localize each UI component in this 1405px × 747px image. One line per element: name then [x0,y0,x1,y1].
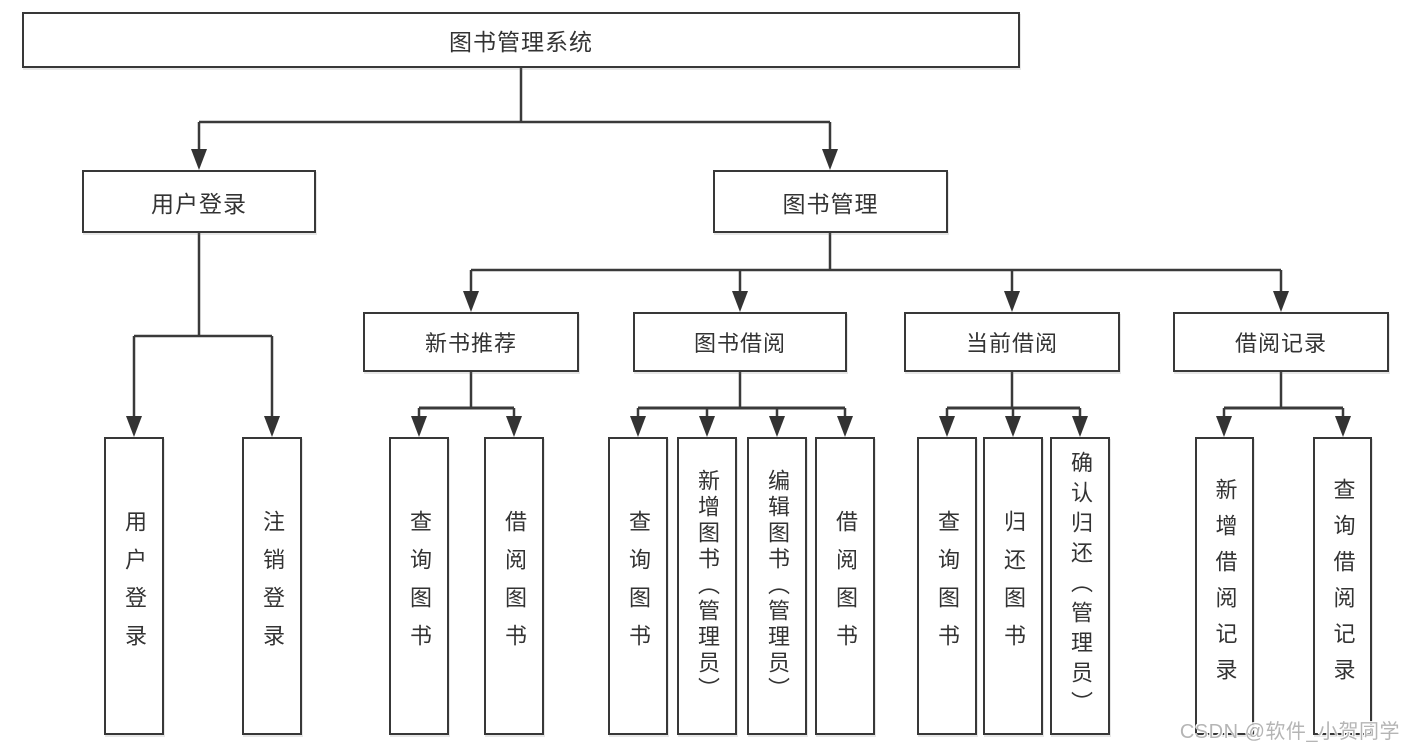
leaf-label: 确认归还（管理员） [1068,451,1093,721]
leaf-query-books-current: 查询图书 [917,437,977,735]
arrowhead-icon [264,416,280,437]
arrowhead-icon [630,416,646,437]
leaf-query-books-borrowing: 查询图书 [608,437,668,735]
leaf-label: 用户登录 [122,510,147,662]
node-label: 图书借阅 [693,331,786,356]
arrowhead-icon [1072,416,1088,437]
arrowhead-icon [822,149,838,170]
leaf-label: 注销登录 [260,510,285,662]
node-root-label: 图书管理系统 [449,29,593,55]
leaf-borrow-books-borrowing: 借阅图书 [815,437,875,735]
arrowhead-icon [126,416,142,437]
arrowhead-icon [463,291,479,312]
node-user-login-module: 用户登录 [82,170,316,233]
leaf-label: 新增借阅记录 [1212,478,1238,694]
node-label: 用户登录 [151,190,247,217]
arrowhead-icon [837,416,853,437]
arrowhead-icon [1004,291,1020,312]
leaf-label: 借阅图书 [833,510,858,662]
leaf-borrow-books-recommend: 借阅图书 [484,437,544,735]
node-label: 图书管理 [782,190,879,217]
node-root: 图书管理系统 [22,12,1020,68]
leaf-label: 查询借阅记录 [1330,478,1356,694]
arrowhead-icon [1273,291,1289,312]
arrowhead-icon [732,291,748,312]
node-current-borrowing: 当前借阅 [904,312,1120,372]
arrowhead-icon [939,416,955,437]
leaf-add-book-admin: 新增图书（管理员） [677,437,737,735]
arrowhead-icon [506,416,522,437]
leaf-confirm-return-admin: 确认归还（管理员） [1050,437,1110,735]
node-label: 借阅记录 [1234,331,1327,356]
leaf-user-login: 用户登录 [104,437,164,735]
leaf-query-borrow-record: 查询借阅记录 [1313,437,1372,735]
leaf-label: 新增图书（管理员） [695,469,720,703]
leaf-logout: 注销登录 [242,437,302,735]
leaf-query-books-recommend: 查询图书 [389,437,449,735]
arrowhead-icon [191,149,207,170]
node-label: 当前借阅 [965,331,1058,356]
arrowhead-icon [769,416,785,437]
leaf-label: 查询图书 [626,510,651,662]
leaf-edit-book-admin: 编辑图书（管理员） [747,437,807,735]
node-book-management-module: 图书管理 [713,170,948,233]
leaf-add-borrow-record: 新增借阅记录 [1195,437,1254,735]
leaf-label: 借阅图书 [502,510,527,662]
node-label: 新书推荐 [424,331,517,356]
arrowhead-icon [1005,416,1021,437]
csdn-watermark: CSDN @软件_小贺同学 [1179,721,1400,743]
node-borrowing-records: 借阅记录 [1173,312,1389,372]
arrowhead-icon [1335,416,1351,437]
arrowhead-icon [1216,416,1232,437]
node-book-borrowing: 图书借阅 [633,312,847,372]
leaf-label: 归还图书 [1001,510,1026,662]
node-new-book-recommend: 新书推荐 [363,312,579,372]
leaf-return-book: 归还图书 [983,437,1043,735]
arrowhead-icon [411,416,427,437]
leaf-label: 查询图书 [935,510,960,662]
leaf-label: 查询图书 [407,510,432,662]
leaf-label: 编辑图书（管理员） [765,469,790,703]
arrowhead-icon [699,416,715,437]
